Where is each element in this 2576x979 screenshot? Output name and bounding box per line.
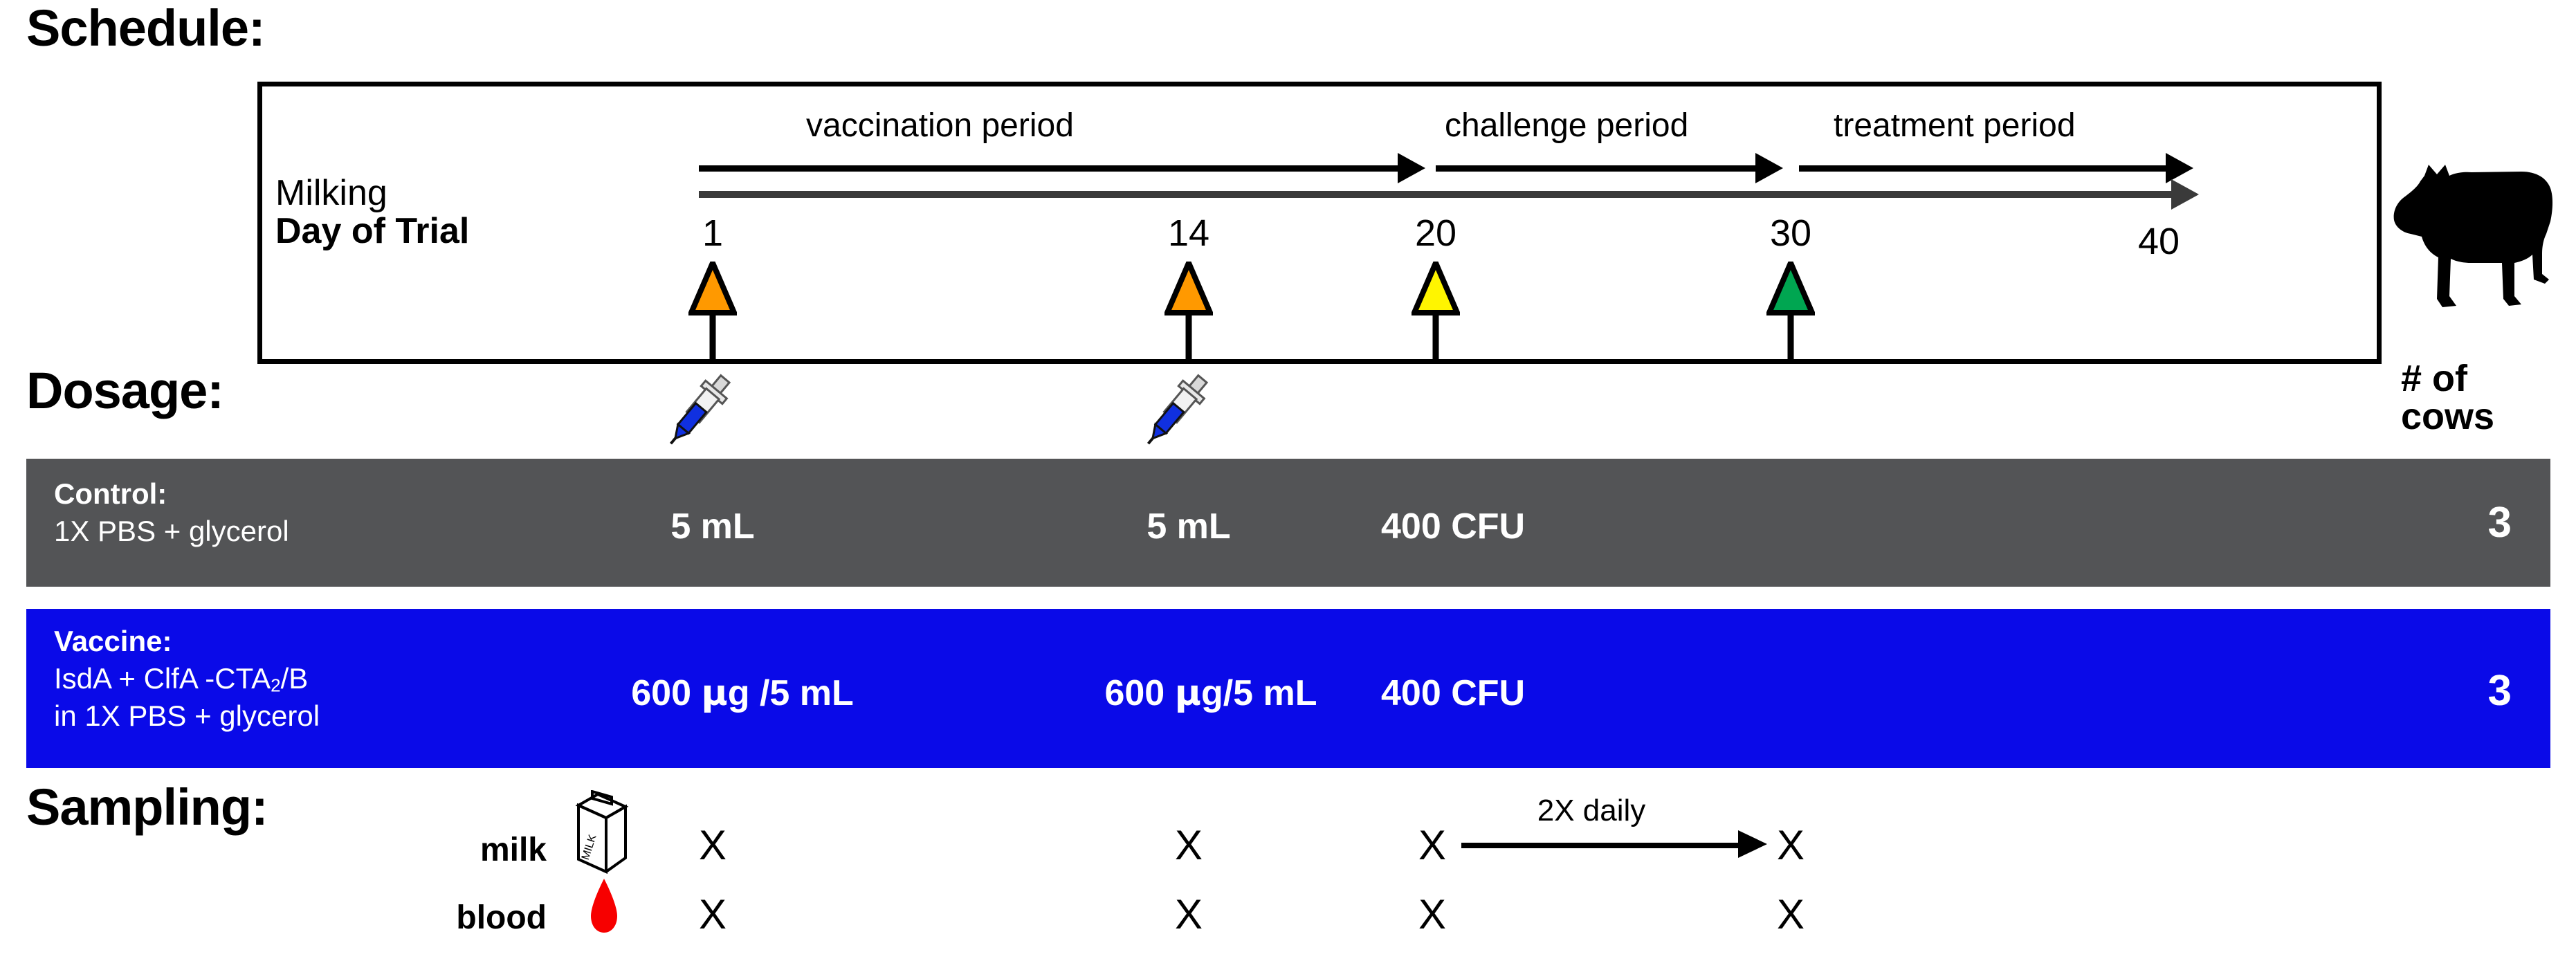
control-cow-count: 3 xyxy=(2487,499,2512,547)
vaccine-dose-day1-unit: g /5 mL xyxy=(727,673,854,713)
treatment-arrow-head xyxy=(2166,153,2193,183)
day-label-40: 40 xyxy=(2137,221,2180,262)
sampling-label-blood: blood xyxy=(456,899,547,936)
svg-text:MILK: MILK xyxy=(580,833,599,861)
control-dose-day20: 400 CFU xyxy=(1381,506,1526,547)
cows-header-line2: cows xyxy=(2401,396,2495,438)
challenge-arrow-line xyxy=(1436,165,1755,172)
blood-drop-icon xyxy=(585,877,623,939)
treatment-period-label: treatment period xyxy=(1834,107,2076,144)
vaccine-dose-day14: 600 μg/5 mL xyxy=(1104,675,1317,711)
dosage-heading: Dosage: xyxy=(26,362,224,419)
sampling-heading: Sampling: xyxy=(26,778,268,836)
mu-symbol-icon-2: μ xyxy=(1174,673,1201,714)
cow-icon xyxy=(2386,158,2557,345)
sampling-mark-blood-day20: X xyxy=(1418,891,1447,937)
vaccine-antigen-subscript: 2 xyxy=(271,675,281,696)
milking-arrow-line xyxy=(699,191,2171,198)
vaccination-period-label: vaccination period xyxy=(806,107,1074,144)
sampling-mark-blood-day30: X xyxy=(1776,891,1805,937)
day-label-30: 30 xyxy=(1769,212,1812,254)
sampling-mark-milk-day20: X xyxy=(1418,822,1447,868)
control-group-name: Control: 1X PBS + glycerol xyxy=(54,475,289,550)
marker-triangle-day1 xyxy=(688,262,737,315)
challenge-arrow-head xyxy=(1755,153,1783,183)
challenge-period-label: challenge period xyxy=(1445,107,1689,144)
sampling-frequency-arrow-head xyxy=(1738,830,1767,858)
day-label-20: 20 xyxy=(1414,212,1457,254)
sampling-mark-blood-day1: X xyxy=(698,891,727,937)
vaccination-arrow-head xyxy=(1398,153,1425,183)
tick-stem-day1 xyxy=(709,311,716,364)
day-label-14: 14 xyxy=(1167,212,1210,254)
mu-symbol-icon: μ xyxy=(701,673,728,714)
tick-stem-day20 xyxy=(1432,311,1439,364)
group-row-vaccine: Vaccine: IsdA + ClfA -CTA2/B in 1X PBS +… xyxy=(26,609,2550,768)
tick-stem-day14 xyxy=(1185,311,1192,364)
vaccine-dose-day14-unit: g/5 mL xyxy=(1200,673,1317,713)
vaccine-dose-day1: 600 μg /5 mL xyxy=(631,675,854,711)
sampling-frequency-label: 2X daily xyxy=(1537,794,1646,827)
vaccine-antigen-suffix: /B xyxy=(280,661,309,695)
marker-triangle-day30 xyxy=(1766,262,1815,315)
vaccine-group-title: Vaccine: xyxy=(54,625,172,657)
schedule-box xyxy=(257,82,2382,364)
timeline-row-labels: Milking Day of Trial xyxy=(275,174,469,250)
vaccine-cow-count: 3 xyxy=(2487,667,2512,715)
syringe-icon-day14 xyxy=(1135,365,1218,455)
control-dose-day1: 5 mL xyxy=(670,506,755,547)
cows-header-line1: # of xyxy=(2401,358,2468,399)
sampling-frequency-arrow-line xyxy=(1461,843,1738,848)
day-of-trial-label: Day of Trial xyxy=(275,211,470,252)
sampling-mark-milk-day14: X xyxy=(1174,822,1203,868)
treatment-arrow-line xyxy=(1799,165,2166,172)
cows-header-label: # of cows xyxy=(2401,358,2495,438)
milking-arrow-head xyxy=(2171,179,2199,210)
sampling-mark-milk-day1: X xyxy=(698,822,727,868)
marker-triangle-day14 xyxy=(1164,262,1213,315)
milking-label: Milking xyxy=(275,173,387,213)
control-group-title: Control: xyxy=(54,477,167,510)
vaccine-group-name: Vaccine: IsdA + ClfA -CTA2/B in 1X PBS +… xyxy=(54,623,320,735)
day-label-1: 1 xyxy=(702,212,724,254)
vaccine-dose-day20: 400 CFU xyxy=(1381,673,1526,713)
control-dose-day14: 5 mL xyxy=(1147,506,1231,547)
vaccine-group-antigens: IsdA + ClfA -CTA2/B xyxy=(54,660,320,697)
milk-carton-icon: MILK xyxy=(562,789,635,881)
vaccine-dose-day1-number: 600 xyxy=(631,673,702,713)
schedule-heading: Schedule: xyxy=(26,0,266,57)
vaccination-arrow-line xyxy=(699,165,1398,172)
vaccine-antigen-text: IsdA + ClfA -CTA xyxy=(54,661,271,695)
sampling-mark-milk-day30: X xyxy=(1776,822,1805,868)
tick-stem-day30 xyxy=(1787,311,1794,364)
control-group-formulation: 1X PBS + glycerol xyxy=(54,514,289,547)
sampling-mark-blood-day14: X xyxy=(1174,891,1203,937)
group-row-control: Control: 1X PBS + glycerol 5 mL 5 mL 400… xyxy=(26,459,2550,587)
vaccine-dose-day14-number: 600 xyxy=(1104,673,1175,713)
marker-triangle-day20 xyxy=(1412,262,1460,315)
syringe-icon-day1 xyxy=(657,365,740,455)
vaccine-group-vehicle: in 1X PBS + glycerol xyxy=(54,699,320,732)
sampling-label-milk: milk xyxy=(479,832,547,868)
